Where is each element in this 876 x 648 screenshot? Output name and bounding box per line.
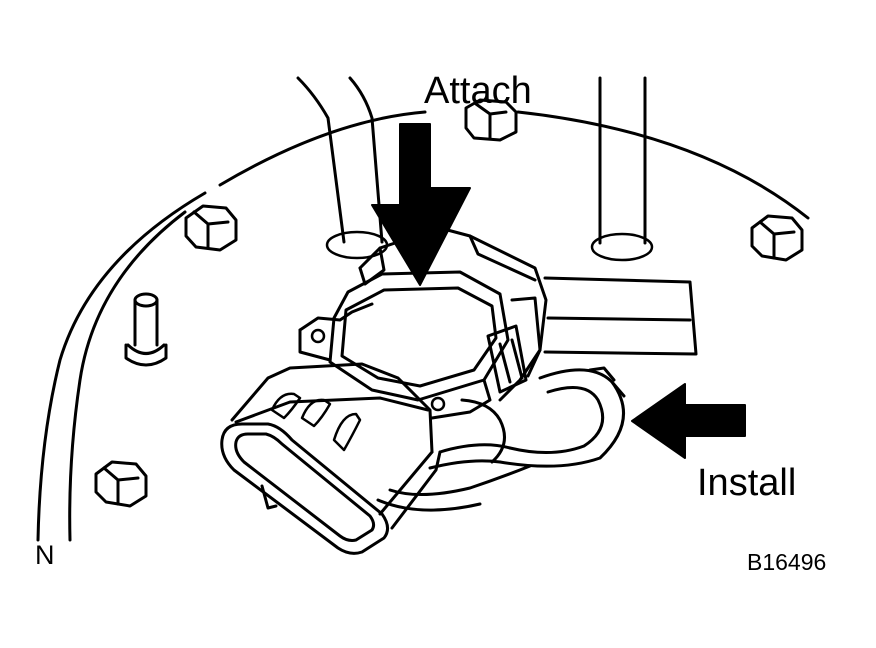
pipe-left: [296, 76, 389, 260]
bolt-top-icon: [464, 98, 518, 142]
attach-arrow-icon: [371, 123, 471, 286]
n-label: N: [35, 540, 55, 570]
install-label: Install: [697, 462, 797, 504]
sensor-connector: [220, 362, 442, 555]
mounting-bracket: [543, 276, 698, 356]
install-arrow-icon: [631, 383, 746, 459]
attach-label: Attach: [424, 70, 532, 112]
pipe-right: [590, 76, 654, 262]
figure-code: B16496: [747, 549, 827, 575]
bolt-lower-left-icon: [94, 460, 148, 508]
housing-outline: [36, 110, 810, 542]
bolt-upper-left-icon: [184, 204, 238, 252]
retaining-ring: [428, 366, 626, 470]
sensor-base: [376, 398, 532, 512]
bolt-upper-right-icon: [750, 214, 804, 262]
stud-icon: [124, 292, 168, 367]
